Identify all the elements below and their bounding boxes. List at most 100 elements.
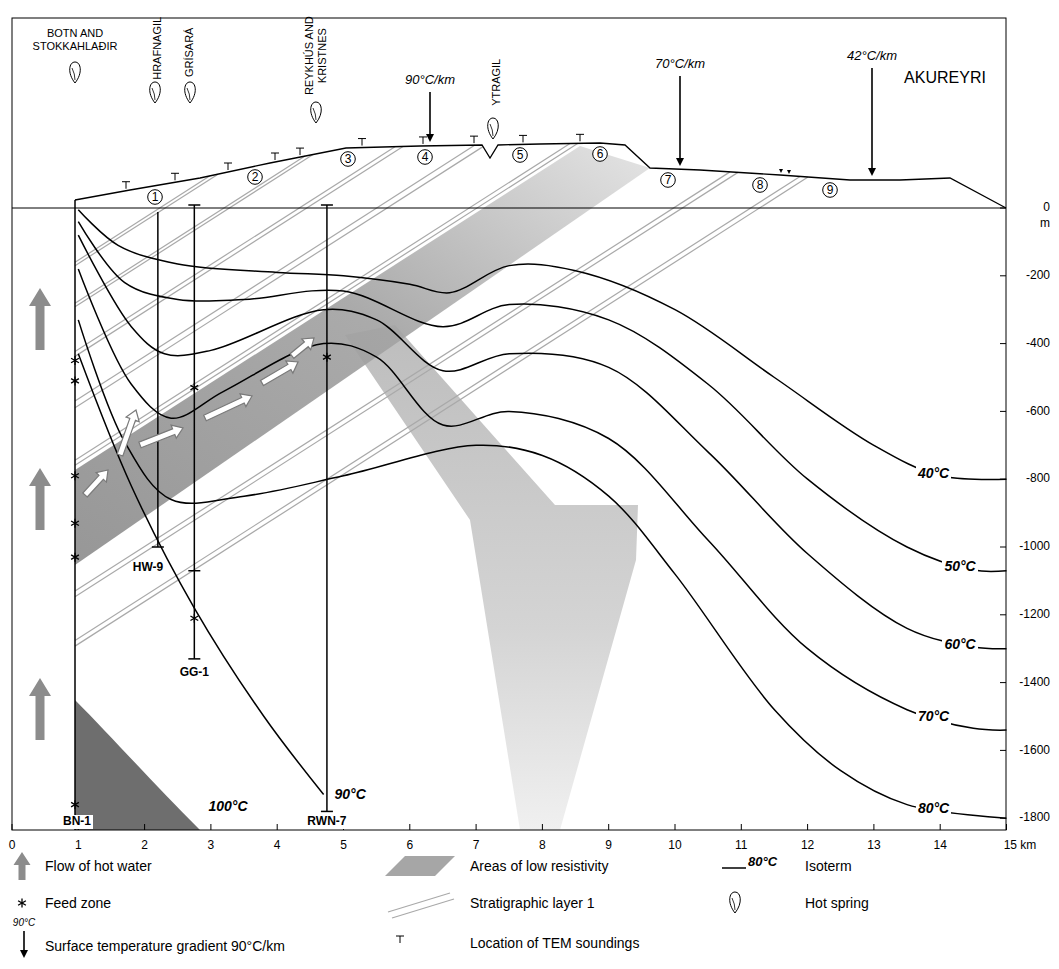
stratigraphic-boundary bbox=[75, 174, 218, 266]
hot-water-flow-arrow bbox=[29, 468, 51, 530]
axis-tick bbox=[1000, 275, 1006, 276]
tem-sounding-mark bbox=[580, 134, 581, 141]
circle-outline bbox=[593, 147, 608, 162]
distance-label: 1 bbox=[75, 839, 82, 853]
feed-zone-mark bbox=[71, 358, 79, 363]
axis-tick bbox=[1006, 824, 1007, 830]
axis-tick bbox=[807, 824, 808, 830]
tem-sounding-mark bbox=[400, 936, 401, 943]
distance-label: 3 bbox=[208, 839, 215, 853]
borehole-line bbox=[326, 205, 328, 811]
well-mark bbox=[779, 169, 791, 174]
gradient-arrow bbox=[679, 76, 681, 160]
layer-number-circle: 3 bbox=[340, 151, 356, 167]
legend-gradient-arrow bbox=[23, 931, 25, 952]
feed-zone-mark bbox=[71, 802, 79, 807]
borehole-tick bbox=[321, 204, 333, 206]
place-name: HRAFNAGIL bbox=[151, 17, 164, 80]
axis-tick bbox=[1000, 479, 1006, 480]
hot-spring-detail bbox=[72, 68, 75, 80]
hot-region bbox=[75, 700, 200, 830]
layer-number: 6 bbox=[597, 146, 604, 162]
legend-samples bbox=[14, 852, 747, 958]
depth-label: 0 bbox=[1043, 201, 1050, 215]
gradient-value: 70°C/km bbox=[655, 57, 705, 72]
axis-tick bbox=[1000, 343, 1006, 344]
axis-tick bbox=[1000, 750, 1006, 751]
layer-number: 2 bbox=[252, 169, 259, 185]
feed-zone-mark bbox=[323, 355, 331, 360]
layer-number-circle: 9 bbox=[822, 182, 838, 198]
distance-label: 7 bbox=[473, 839, 480, 853]
layer-number: 1 bbox=[152, 189, 159, 205]
layer-number-circle: 5 bbox=[512, 147, 528, 163]
distance-label: 2 bbox=[141, 839, 148, 853]
legend-text: Surface temperature gradient 90°C/km bbox=[45, 938, 285, 954]
tem-sounding-mark bbox=[300, 148, 301, 155]
layer-number: 3 bbox=[345, 151, 352, 167]
circle-outline bbox=[661, 172, 676, 187]
axis-tick bbox=[741, 824, 742, 830]
stratigraphic-boundary bbox=[75, 177, 808, 646]
isotherm-label: 80°C bbox=[916, 800, 951, 816]
hot-water-flow-arrow bbox=[117, 410, 139, 456]
borehole-tick bbox=[188, 570, 200, 572]
circle-outline bbox=[418, 150, 433, 165]
circle-outline bbox=[341, 152, 356, 167]
axis-tick bbox=[1000, 208, 1006, 209]
axis-tick bbox=[476, 824, 477, 830]
hot-water-flow-arrow bbox=[83, 470, 108, 497]
layer-number-circle: 6 bbox=[592, 146, 608, 162]
low-resistivity-area bbox=[345, 325, 638, 830]
legend-gradient-arrow bbox=[20, 950, 28, 958]
circle-outline bbox=[513, 148, 528, 163]
hot-spring-detail bbox=[152, 88, 155, 100]
depth-unit: m bbox=[1040, 217, 1050, 231]
place-name: BOTN AND STOKKAHLAÐIR bbox=[27, 27, 123, 52]
depth-label: -400 bbox=[1026, 337, 1050, 351]
axis-tick bbox=[542, 824, 543, 830]
axis-tick bbox=[675, 824, 676, 830]
axis-tick bbox=[210, 824, 211, 830]
town-name: AKUREYRI bbox=[904, 69, 986, 87]
feed-zone-mark bbox=[71, 358, 79, 363]
gradient-value: 42°C/km bbox=[847, 49, 897, 64]
hot-spring-symbol bbox=[730, 892, 741, 913]
borehole-name: HW-9 bbox=[131, 561, 165, 575]
feed-zone-mark bbox=[71, 555, 79, 560]
layer-number-circle: 4 bbox=[417, 149, 433, 165]
axis-tick bbox=[144, 824, 145, 830]
legend-swatch bbox=[385, 856, 455, 876]
borehole-line bbox=[157, 212, 159, 547]
circle-outline bbox=[248, 170, 263, 185]
tem-sounding-mark bbox=[423, 137, 424, 144]
legend-text: Location of TEM soundings bbox=[470, 935, 639, 951]
sea-level-line bbox=[12, 208, 1006, 209]
legend-text: Flow of hot water bbox=[45, 858, 152, 874]
circle-outline bbox=[148, 189, 163, 204]
gradient-arrow bbox=[871, 68, 873, 170]
layer-number: 4 bbox=[422, 149, 429, 165]
axis-tick bbox=[1000, 614, 1006, 615]
gradient-arrow bbox=[676, 158, 684, 166]
depth-label: -1600 bbox=[1019, 744, 1050, 758]
depth-label: -800 bbox=[1026, 472, 1050, 486]
legend-text: Areas of low resistivity bbox=[470, 858, 608, 874]
hot-water-flow-arrow bbox=[29, 678, 51, 740]
borehole-tick bbox=[152, 546, 164, 548]
axis-tick bbox=[1000, 547, 1006, 548]
feed-zone-mark bbox=[71, 474, 79, 479]
gradient-arrow bbox=[429, 92, 431, 136]
distance-label: 14 bbox=[934, 839, 947, 853]
feed-zone-mark bbox=[190, 385, 198, 390]
feed-zone-mark bbox=[190, 616, 198, 621]
distance-label: 11 bbox=[735, 839, 747, 853]
hot-spring-detail bbox=[187, 88, 190, 100]
feed-zone-mark bbox=[71, 521, 79, 526]
legend-flow-arrow bbox=[14, 852, 31, 880]
feed-zone-mark bbox=[71, 379, 79, 384]
depth-label: -1400 bbox=[1019, 676, 1050, 690]
hot-water-flow-arrow bbox=[290, 338, 314, 358]
axis-tick bbox=[940, 824, 941, 830]
hot-spring-detail bbox=[490, 124, 493, 136]
